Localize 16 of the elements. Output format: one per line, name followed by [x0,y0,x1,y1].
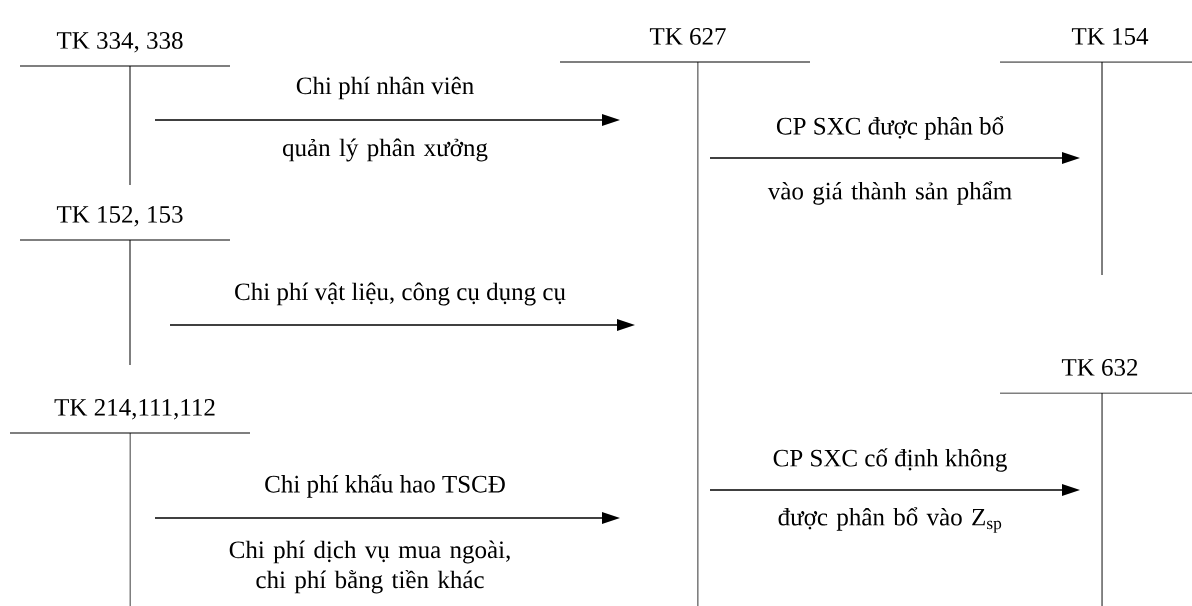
edge-label: Chi phí vật liệu, công cụ dụng cụ [233,281,567,307]
arrow [154,114,620,126]
edge-label: Chi phí khấu hao TSCĐ [263,473,507,499]
arrow [709,484,1080,496]
edge-label: CP SXC được phân bổ [774,115,1006,141]
cost-text: quản lý phân xưởng [282,138,488,162]
cost-text: vào giá thành sản phẩm [767,181,1012,205]
t-account: TK 152, 153 [19,206,231,366]
edge-label: Chi phí nhân viên [294,75,476,101]
arrow [169,319,635,331]
arrow [154,512,620,524]
edge-label: CP SXC cố định không [771,447,1009,473]
arrow [709,152,1080,164]
t-account: TK 334, 338 [19,32,231,186]
cost-text: được phân bổ vào Z$_{sp}$ [778,507,1002,533]
cost-text: Chi phí dịch vụ mua ngoài, chi phí bằng tiền khác [229,540,510,594]
